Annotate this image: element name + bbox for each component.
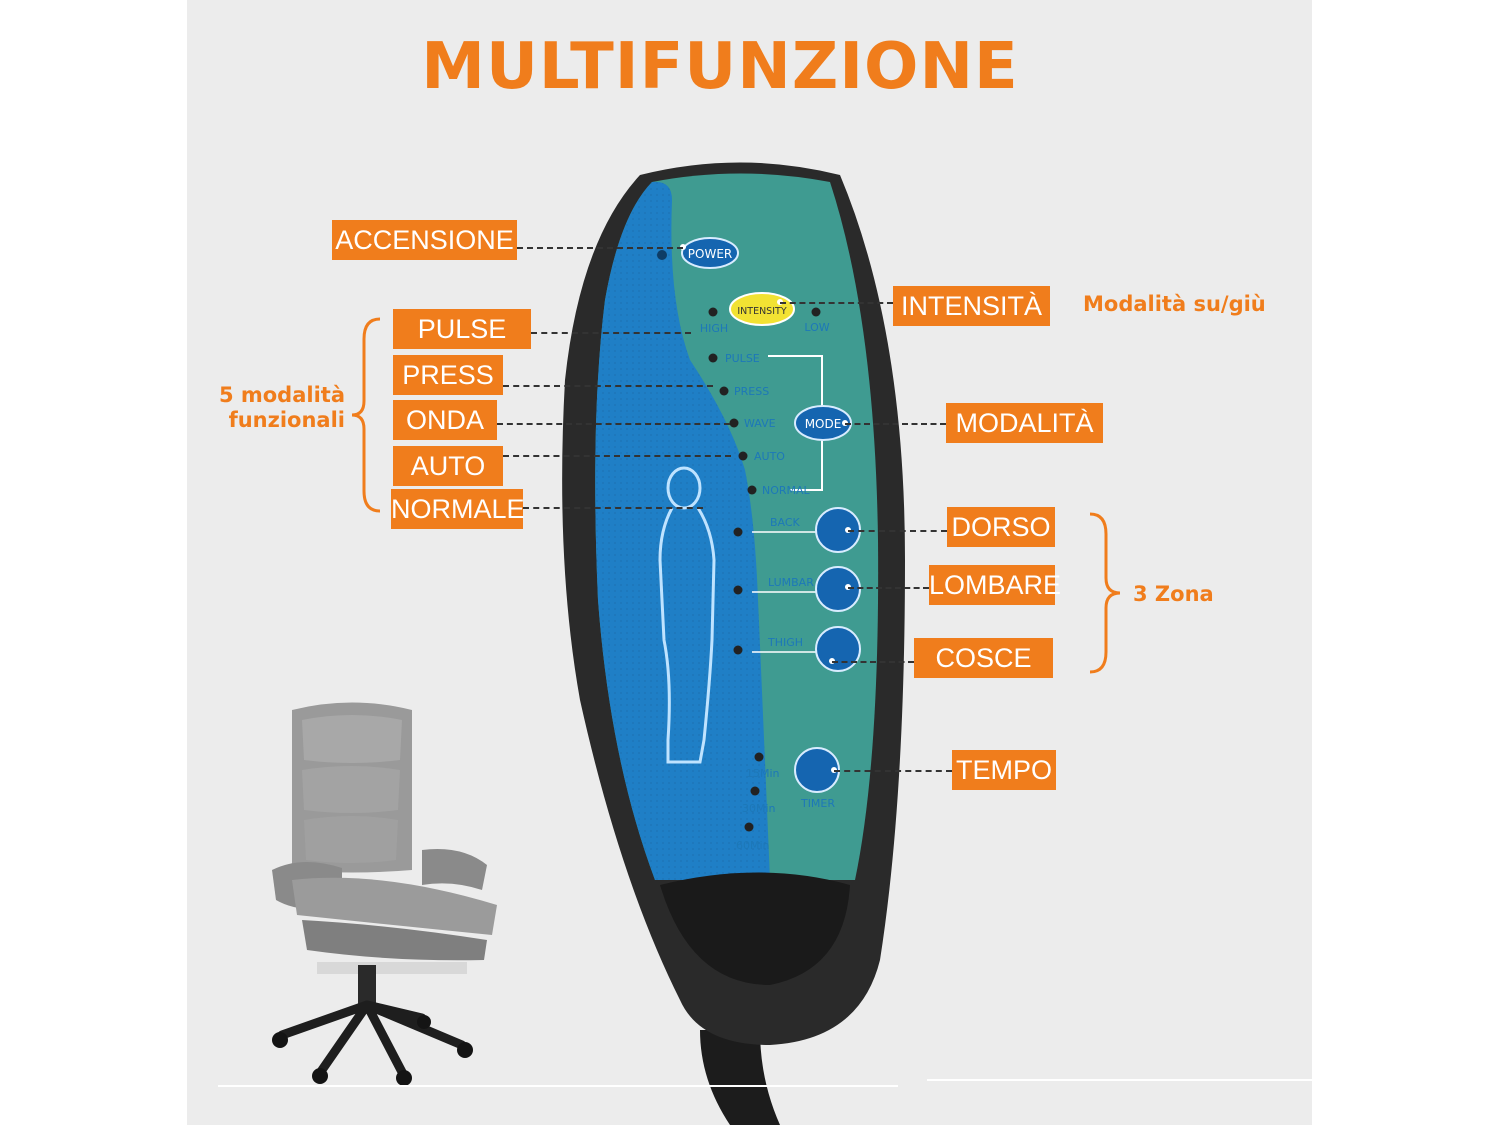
intensity-button-label: INTENSITY: [737, 306, 786, 317]
timer-15-label: 15Min: [746, 767, 780, 780]
leader-normale: [523, 507, 703, 509]
timer-60-label: 60Min: [736, 839, 770, 852]
leader-accensione: [517, 247, 683, 249]
timer-label: TIMER: [800, 797, 835, 810]
callout-zone-cosce: COSCE: [914, 638, 1053, 678]
modes-note-line2: funzionali: [228, 408, 345, 432]
callout-mode-pulse: PULSE: [393, 309, 531, 349]
leader-cosce: [832, 661, 914, 663]
modes-note-line1: 5 modalità: [218, 383, 345, 407]
leader-tempo: [834, 770, 952, 772]
power-button-label: POWER: [688, 247, 732, 261]
remote-mode-pulse: PULSE: [725, 352, 760, 365]
callout-mode-onda: ONDA: [393, 400, 497, 440]
remote-mode-normal: NORMAL: [762, 484, 811, 497]
leader-onda: [497, 423, 730, 425]
callout-tempo: TEMPO: [952, 750, 1056, 790]
remote-zone-lumbar: LUMBAR: [768, 576, 814, 589]
divider-right: [927, 1079, 1312, 1081]
modes-note: 5 modalità funzionali: [210, 383, 345, 433]
leader-lombare: [848, 587, 929, 589]
leader-dorso: [848, 530, 947, 532]
office-chair-image: [272, 702, 497, 1086]
power-button[interactable]: [681, 237, 739, 269]
page-title: MULTIFUNZIONE: [421, 30, 1019, 104]
callout-zone-dorso: DORSO: [947, 507, 1055, 547]
divider-left: [218, 1085, 898, 1087]
callout-modalita: MODALITÀ: [946, 403, 1103, 443]
remote-mode-auto: AUTO: [754, 450, 785, 463]
callout-intensita: INTENSITÀ: [893, 286, 1050, 326]
thigh-zone-button[interactable]: [815, 626, 861, 672]
callout-mode-normale: NORMALE: [391, 489, 525, 529]
lumbar-zone-button[interactable]: [815, 566, 861, 612]
zones-note: 3 Zona: [1133, 582, 1214, 606]
mode-button-label: MODE: [805, 417, 842, 431]
callout-mode-press: PRESS: [393, 355, 503, 395]
leader-intensita: [780, 302, 893, 304]
modes-brace: [351, 317, 381, 513]
intensita-note: Modalità su/giù: [1083, 292, 1266, 316]
zones-brace: [1089, 512, 1121, 674]
timer-30-label: 30Min: [742, 802, 776, 815]
remote-mode-press: PRESS: [734, 385, 769, 398]
cable: [700, 1030, 780, 1125]
remote-zone-back: BACK: [770, 516, 801, 529]
leader-pulse: [531, 332, 691, 334]
remote-mode-wave: WAVE: [744, 417, 776, 430]
callout-accensione: ACCENSIONE: [332, 220, 517, 260]
callout-mode-auto: AUTO: [393, 446, 503, 486]
high-label: HIGH: [700, 322, 728, 335]
remote-zone-thigh: THIGH: [767, 636, 803, 649]
leader-modalita: [845, 423, 946, 425]
leader-auto: [503, 455, 731, 457]
callout-zone-lombare: LOMBARE: [929, 565, 1061, 605]
leader-press: [503, 385, 713, 387]
low-label: LOW: [804, 321, 829, 334]
